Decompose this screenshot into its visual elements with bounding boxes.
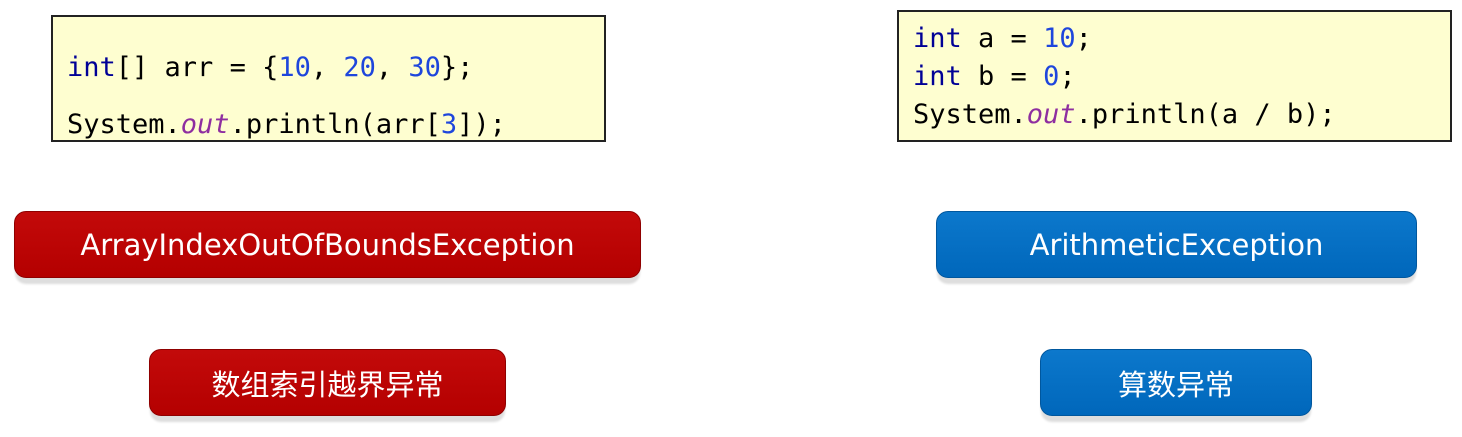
array-index-exception-chinese-label: 数组索引越界异常: [149, 349, 506, 416]
code-text: ]);: [457, 109, 506, 140]
number-literal: 30: [408, 52, 441, 83]
code-text: ;: [1059, 61, 1076, 92]
code-text: System.: [913, 99, 1027, 130]
code-text: [] arr = {: [115, 52, 279, 83]
code-line-print-array: System.out.println(arr[3]);: [67, 96, 604, 153]
code-line-array-declaration: int[] arr = {10, 20, 30};: [67, 39, 604, 96]
code-line-declare-a: int a = 10;: [913, 20, 1450, 58]
array-code-snippet: int[] arr = {10, 20, 30}; System.out.prin…: [51, 15, 606, 142]
code-text: b =: [961, 61, 1044, 92]
number-literal: 20: [343, 52, 376, 83]
code-text: .println(a / b);: [1075, 99, 1336, 130]
code-text: System.: [67, 109, 181, 140]
number-literal: 0: [1043, 61, 1060, 92]
code-text: ;: [1075, 23, 1092, 54]
field-out: out: [180, 109, 230, 140]
keyword-int: int: [913, 61, 962, 92]
arithmetic-code-snippet: int a = 10;int b = 0;System.out.println(…: [897, 10, 1452, 142]
code-text: ,: [375, 52, 409, 83]
keyword-int: int: [67, 52, 116, 83]
arithmetic-exception-label: ArithmeticException: [936, 211, 1417, 278]
code-text: a =: [961, 23, 1044, 54]
array-index-exception-label: ArrayIndexOutOfBoundsException: [14, 211, 641, 278]
keyword-int: int: [913, 23, 962, 54]
code-line-print-division: System.out.println(a / b);: [913, 96, 1450, 134]
number-literal: 10: [1043, 23, 1076, 54]
code-text: .println(arr[: [229, 109, 441, 140]
field-out: out: [1026, 99, 1076, 130]
arithmetic-exception-chinese-label: 算数异常: [1040, 349, 1312, 416]
code-text: };: [440, 52, 474, 83]
code-text: ,: [310, 52, 344, 83]
code-line-declare-b: int b = 0;: [913, 58, 1450, 96]
number-literal: 3: [440, 109, 458, 140]
number-literal: 10: [278, 52, 311, 83]
